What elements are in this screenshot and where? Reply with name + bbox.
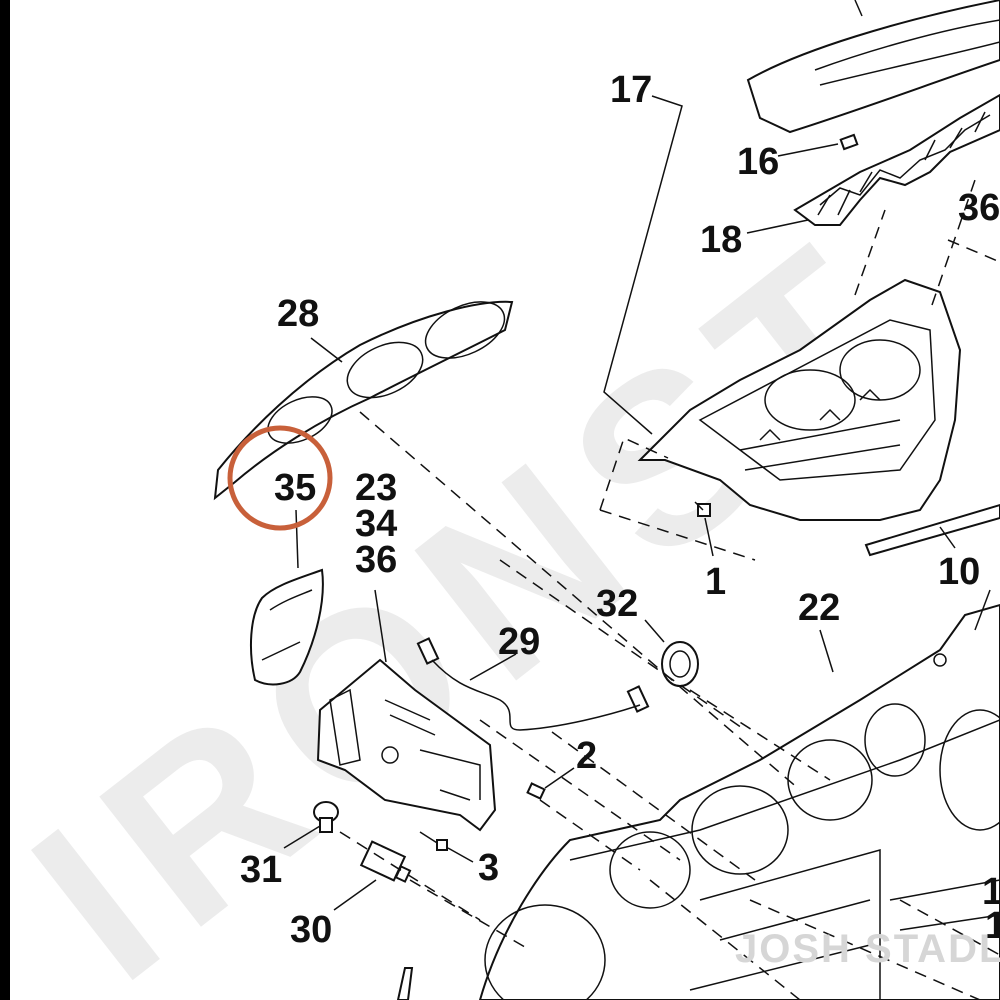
leader-lines [283,95,991,911]
callout-labels: 17 16 18 36 28 35 23 34 36 1 10 32 22 29… [240,69,1000,951]
part-29-harness [416,637,650,731]
part-10-strip [864,503,1000,557]
callout-36-top: 36 [958,187,1000,229]
part-3-screw [419,831,448,851]
callout-32: 32 [596,583,638,625]
part-22-lower-housing [478,603,1000,1000]
callout-28: 28 [277,293,319,335]
part-1-screw [694,501,711,517]
assembly-lines [339,179,1000,1000]
callout-29: 29 [498,621,540,663]
callout-16: 16 [737,141,779,183]
callout-31: 31 [240,849,282,891]
callout-17: 17 [610,69,652,111]
callout-3: 3 [478,847,499,889]
callout-11-partial: 1 [982,871,1000,913]
callout-2: 2 [576,735,597,777]
callout-22: 22 [798,587,840,629]
part-30-cylinder [359,840,412,883]
brand-watermark: JOSH STADLE [735,927,1000,971]
left-border [0,0,10,1000]
callout-30: 30 [290,909,332,951]
highlight-circle [227,425,333,531]
part-17-cover [746,0,1000,134]
callout-12-partial: 1 [985,905,1000,947]
upper-housing [637,278,962,521]
part-35-side-cap [249,568,324,686]
part-32-ring [661,641,699,687]
part-23-bracket-assembly [316,658,497,832]
callout-10: 10 [938,551,980,593]
callout-35: 35 [274,467,316,509]
part-2-screw [526,782,546,800]
callout-18: 18 [700,219,742,261]
part-fragment [396,967,414,1000]
callout-36: 36 [355,539,397,581]
part-31-grommet [313,801,339,833]
part-18-bracket [793,93,1000,226]
callout-34: 34 [355,503,397,545]
part-16-clip [839,133,859,151]
callout-23: 23 [355,467,397,509]
callout-1: 1 [705,561,726,603]
